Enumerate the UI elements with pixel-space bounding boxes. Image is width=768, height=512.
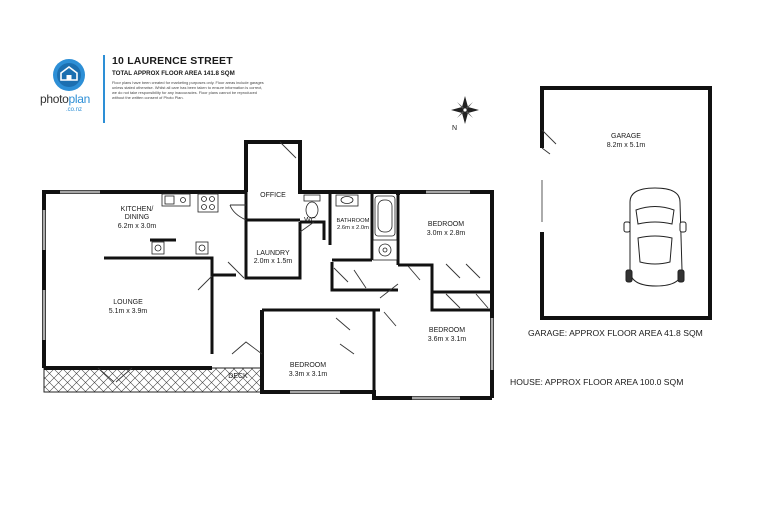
- window-glazing: [43, 191, 493, 399]
- deck-area: [43, 367, 263, 393]
- sink-icon: [161, 193, 191, 207]
- bedroom3-label: BEDROOM: [290, 362, 326, 369]
- basin-icon: [335, 194, 359, 207]
- garage-label: GARAGE: [611, 133, 641, 140]
- bedroom1-label: BEDROOM: [428, 221, 464, 228]
- bathroom-size: 2.6m x 2.0m: [337, 225, 369, 231]
- garage-size: 8.2m x 5.1m: [607, 142, 646, 149]
- bedroom3-size: 3.3m x 3.1m: [289, 371, 328, 378]
- garage-walls: [540, 86, 712, 320]
- garage-side-door: [541, 129, 557, 155]
- bedroom2-label: BEDROOM: [429, 327, 465, 334]
- bedroom2-size: 3.6m x 3.1m: [428, 336, 467, 343]
- lounge-label: LOUNGE: [113, 299, 143, 306]
- bathroom-label: BATHROOM: [336, 218, 369, 224]
- shower-icon: [372, 239, 398, 261]
- compass-north-label: N: [452, 125, 457, 132]
- disclaimer-text: Floor plans have been created for market…: [112, 80, 264, 101]
- office-label: OFFICE: [260, 192, 286, 199]
- logo-wordmark: photoplan: [40, 92, 90, 106]
- kitchen-label-2: DINING: [125, 214, 150, 221]
- house-floor-area: HOUSE: APPROX FLOOR AREA 100.0 SQM: [510, 377, 684, 387]
- car-icon: [623, 187, 687, 287]
- door-swings: [97, 141, 489, 383]
- interior-walls: [104, 192, 492, 398]
- stove-icon: [197, 193, 219, 213]
- garage-floor-area: GARAGE: APPROX FLOOR AREA 41.8 SQM: [528, 328, 703, 338]
- lounge-size: 5.1m x 3.9m: [109, 308, 148, 315]
- house-cloud-icon: [53, 59, 85, 91]
- laundry-size: 2.0m x 1.5m: [254, 258, 293, 265]
- wc-label: WC: [304, 217, 316, 224]
- logo-prefix: photo: [40, 92, 69, 106]
- bedroom1-size: 3.0m x 2.8m: [427, 230, 466, 237]
- compass-rose-icon: [451, 96, 479, 124]
- kitchen-size: 6.2m x 3.0m: [118, 223, 157, 230]
- deck-label: DECK: [228, 373, 248, 380]
- total-floor-area: TOTAL APPROX FLOOR AREA 141.8 SQM: [112, 70, 235, 77]
- toilet-icon: [303, 194, 321, 219]
- bathtub-icon: [374, 195, 396, 237]
- address-title: 10 LAURENCE STREET: [112, 55, 233, 67]
- logo-suffix: plan: [68, 92, 91, 106]
- header-divider: [103, 55, 105, 123]
- logo-domain: .co.nz: [66, 107, 83, 113]
- appliance-icons: [151, 241, 209, 255]
- kitchen-label: KITCHEN/: [121, 206, 154, 213]
- house-walls: [42, 140, 494, 400]
- laundry-label: LAUNDRY: [256, 250, 290, 257]
